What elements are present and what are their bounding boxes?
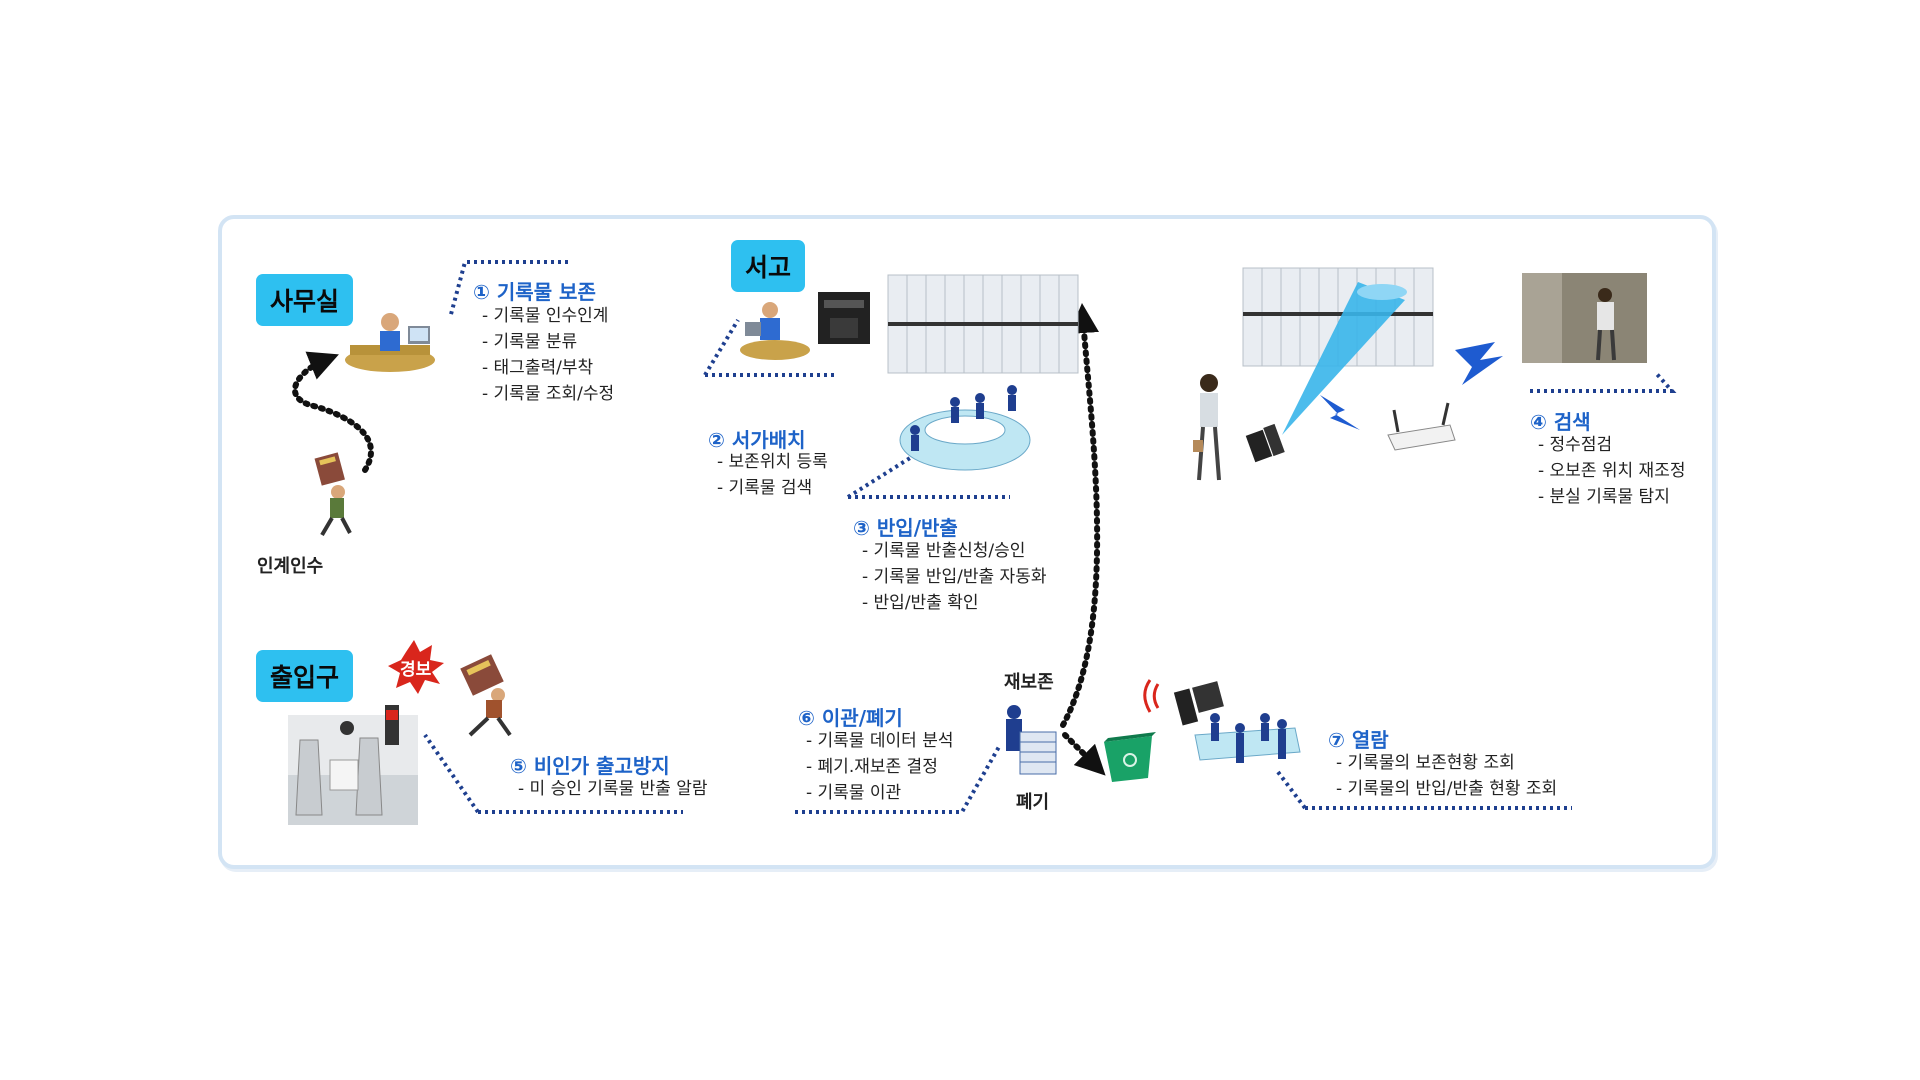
list-item: 기록물 이관 xyxy=(806,780,953,806)
list-item: 기록물 반입/반출 자동화 xyxy=(862,564,1047,590)
step7-title: ⑦ 열람 xyxy=(1328,728,1389,752)
step6-title: ⑥ 이관/폐기 xyxy=(798,706,903,730)
list-item: 정수점검 xyxy=(1538,432,1685,458)
list-item: 기록물 검색 xyxy=(717,475,828,501)
step2-list: 보존위치 등록 기록물 검색 xyxy=(717,449,828,501)
step7-list: 기록물의 보존현황 조회 기록물의 반입/반출 현황 조회 xyxy=(1336,750,1558,802)
step6-list: 기록물 데이터 분석 폐기.재보존 결정 기록물 이관 xyxy=(806,728,954,806)
represerve-label: 재보존 xyxy=(1004,672,1054,693)
step2-title: ② 서가배치 xyxy=(708,428,806,452)
area-office-label: 사무실 xyxy=(256,274,354,326)
step3-list: 기록물 반출신청/승인 기록물 반입/반출 자동화 반입/반출 확인 xyxy=(862,538,1047,616)
step1-title: ① 기록물 보존 xyxy=(473,280,596,304)
list-item: 기록물 인수인계 xyxy=(482,303,614,329)
step4-title: ④ 검색 xyxy=(1530,410,1591,434)
list-item: 기록물의 보존현황 조회 xyxy=(1336,750,1557,776)
list-item: 기록물 반출신청/승인 xyxy=(862,538,1046,564)
step4-list: 정수점검 오보존 위치 재조정 분실 기록물 탐지 xyxy=(1538,432,1686,510)
list-item: 태그출력/부착 xyxy=(482,355,614,381)
list-item: 미 승인 기록물 반출 알람 xyxy=(518,776,708,802)
list-item: 기록물 조회/수정 xyxy=(482,381,615,407)
handover-label: 인계인수 xyxy=(257,556,324,577)
dispose-label: 폐기 xyxy=(1016,792,1050,813)
step5-list: 미 승인 기록물 반출 알람 xyxy=(518,776,708,802)
list-item: 보존위치 등록 xyxy=(717,449,828,475)
step1-list: 기록물 인수인계 기록물 분류 태그출력/부착 기록물 조회/수정 xyxy=(482,303,615,407)
list-item: 분실 기록물 탐지 xyxy=(1538,484,1685,510)
list-item: 오보존 위치 재조정 xyxy=(1538,458,1686,484)
step5-title: ⑤ 비인가 출고방지 xyxy=(510,754,670,778)
list-item: 기록물의 반입/반출 현황 조회 xyxy=(1336,776,1558,802)
area-storage-label: 서고 xyxy=(731,240,806,292)
list-item: 폐기.재보존 결정 xyxy=(806,754,953,780)
area-entrance-label: 출입구 xyxy=(256,650,354,702)
list-item: 반입/반출 확인 xyxy=(862,590,1046,616)
step3-title: ③ 반입/반출 xyxy=(853,516,958,540)
list-item: 기록물 데이터 분석 xyxy=(806,728,954,754)
list-item: 기록물 분류 xyxy=(482,329,614,355)
